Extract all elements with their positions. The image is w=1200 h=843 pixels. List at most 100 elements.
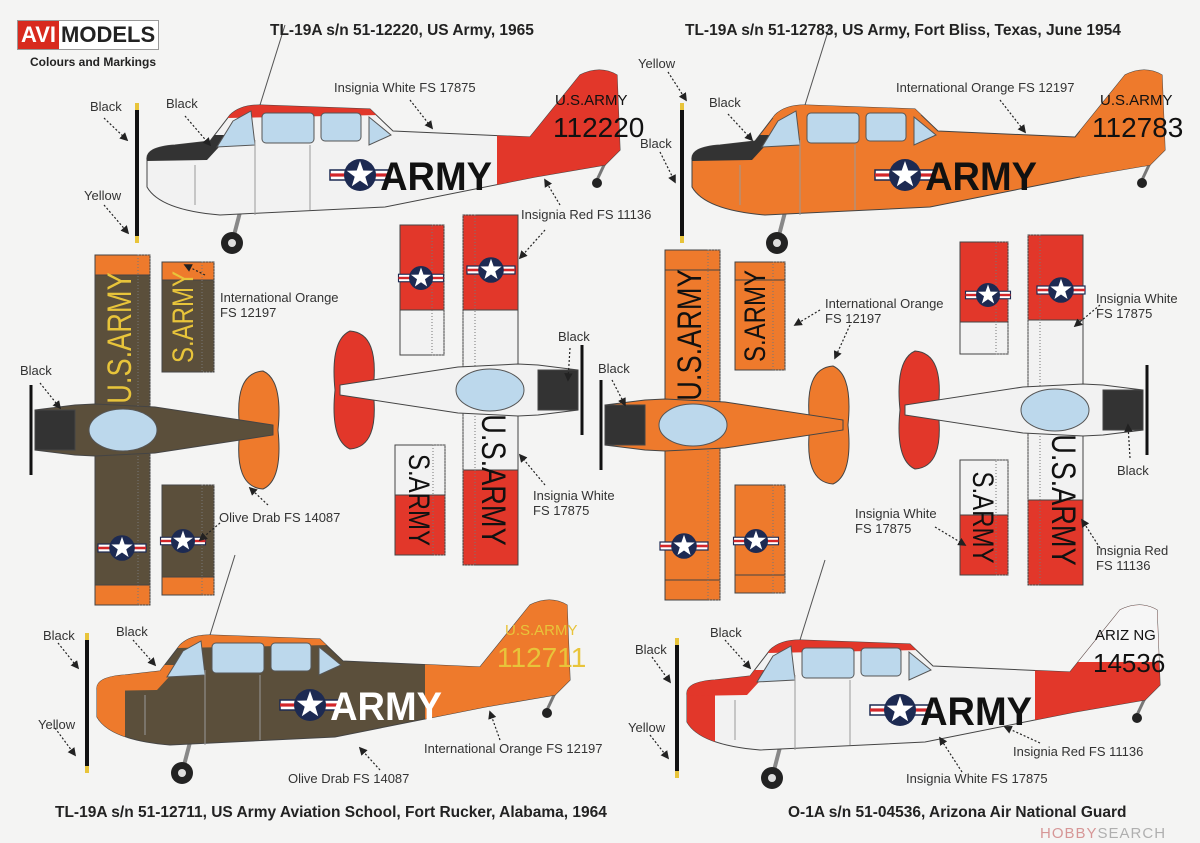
leader-arrow <box>518 229 546 260</box>
army-marking: ARMY <box>330 685 442 729</box>
panel-ribs <box>432 444 446 556</box>
wing-marking: U.S.ARMY <box>670 269 709 400</box>
leader-arrow <box>184 115 212 147</box>
label-black: Black <box>43 628 75 643</box>
leader-arrow <box>54 727 76 757</box>
wing-panel-tip <box>959 514 1009 576</box>
wing-tip <box>94 254 151 276</box>
wheel-hub <box>768 774 776 782</box>
label-yellow: Yellow <box>628 720 666 735</box>
antenna <box>209 554 236 636</box>
label-olive-drab: Olive Drab FS 14087 <box>288 771 410 786</box>
wing-panel-orange-upper <box>734 261 786 371</box>
cabin-window <box>320 112 362 142</box>
logo-models: MODELS <box>61 22 156 47</box>
tail-wheel-strut <box>545 692 557 711</box>
wing-marking: S.ARMY <box>737 270 771 362</box>
wing-panel-wr-lower <box>959 459 1009 576</box>
tail-wheel <box>1132 713 1142 723</box>
panel-ribs <box>995 459 1009 576</box>
leader-arrow <box>132 639 157 667</box>
wing-tip <box>1027 234 1084 321</box>
tail-code: U.S.ARMY <box>555 92 628 109</box>
wing-marking: U.S.ARMY <box>100 272 139 403</box>
leader-arrow <box>198 522 221 542</box>
wing-panel-tip <box>394 494 446 556</box>
wing-tip <box>1027 499 1084 586</box>
label-black: Black <box>598 361 630 376</box>
label-yellow: Yellow <box>638 56 676 71</box>
wing-marking: S.ARMY <box>402 454 436 546</box>
canopy <box>1020 388 1090 432</box>
wheel-hub <box>773 239 781 247</box>
subtitle: Colours and Markings <box>30 55 157 69</box>
cabin-window <box>211 642 265 674</box>
title-top-right: TL-19A s/n 51-12783, US Army, Fort Bliss… <box>685 22 1121 39</box>
leader-arrow <box>649 734 670 760</box>
wing-tip <box>664 579 721 601</box>
tail-serial: 14536 <box>1093 648 1165 678</box>
tail-code: U.S.ARMY <box>1100 92 1173 109</box>
wing-marking: U.S.ARMY <box>1044 434 1083 565</box>
leader-arrow <box>488 710 501 741</box>
leader-arrows <box>39 71 1133 773</box>
top-view-51-12711 <box>29 254 280 606</box>
cabin-window <box>801 647 855 679</box>
wing-marking: S.ARMY <box>165 271 199 363</box>
wing-panel-rw-upper <box>399 224 445 356</box>
label-insignia-white: Insignia White FS 17875 <box>334 80 476 95</box>
leader-arrow <box>999 99 1027 134</box>
cowling <box>537 369 579 411</box>
wing-tip <box>462 469 519 566</box>
cabin-window <box>860 647 902 677</box>
leader-arrow <box>724 639 752 670</box>
nose-paint <box>686 605 715 750</box>
label-black: Black <box>558 329 590 344</box>
rear-window <box>318 645 342 676</box>
wing-panel-tip <box>959 241 1009 323</box>
cabin-window <box>865 112 907 142</box>
label-insignia-red: Insignia Red FS 11136 <box>521 207 652 222</box>
logo-avi: AVI <box>18 21 60 49</box>
antenna <box>259 24 286 106</box>
panel-lines <box>144 670 261 745</box>
tail-serial: 112220 <box>553 112 644 143</box>
tail-wheel <box>1137 178 1147 188</box>
label-black: Black <box>166 96 198 111</box>
tail-code: ARIZ NG <box>1095 627 1156 644</box>
tail-wheel-strut <box>595 162 607 181</box>
top-view-51-12783 <box>599 249 850 601</box>
label-black: Black <box>20 363 52 378</box>
tail-code: U.S.ARMY <box>505 622 578 639</box>
panel-lines <box>194 140 311 215</box>
cabin-window <box>261 112 315 144</box>
wing-panel-rw-lower <box>394 444 446 556</box>
leader-arrow <box>564 347 573 382</box>
wing-text: U.S.ARMY <box>670 269 709 400</box>
top-view-51-12220 <box>333 214 584 566</box>
wing-tip <box>664 249 721 271</box>
panel-lines <box>739 140 856 215</box>
label-black: Black <box>116 624 148 639</box>
label-black: Black <box>635 642 667 657</box>
wing-tip <box>94 584 151 606</box>
panel-ribs <box>772 261 786 371</box>
cabin-window <box>806 112 860 144</box>
label-yellow: Yellow <box>38 717 76 732</box>
canopy <box>455 368 525 412</box>
cabin-window <box>270 642 312 672</box>
leader-arrow <box>518 453 546 486</box>
army-marking: ARMY <box>920 690 1032 734</box>
wing-text: S.ARMY <box>402 454 436 546</box>
title-bottom-left: TL-19A s/n 51-12711, US Army Aviation Sc… <box>55 804 607 821</box>
label-black: Black <box>709 95 741 110</box>
panel-lines <box>734 675 851 750</box>
wing-panel-olive-upper <box>161 261 215 373</box>
leader-arrow <box>611 379 626 407</box>
leader-arrow <box>103 117 129 142</box>
canopy <box>658 403 728 447</box>
leader-arrow <box>1081 518 1101 549</box>
